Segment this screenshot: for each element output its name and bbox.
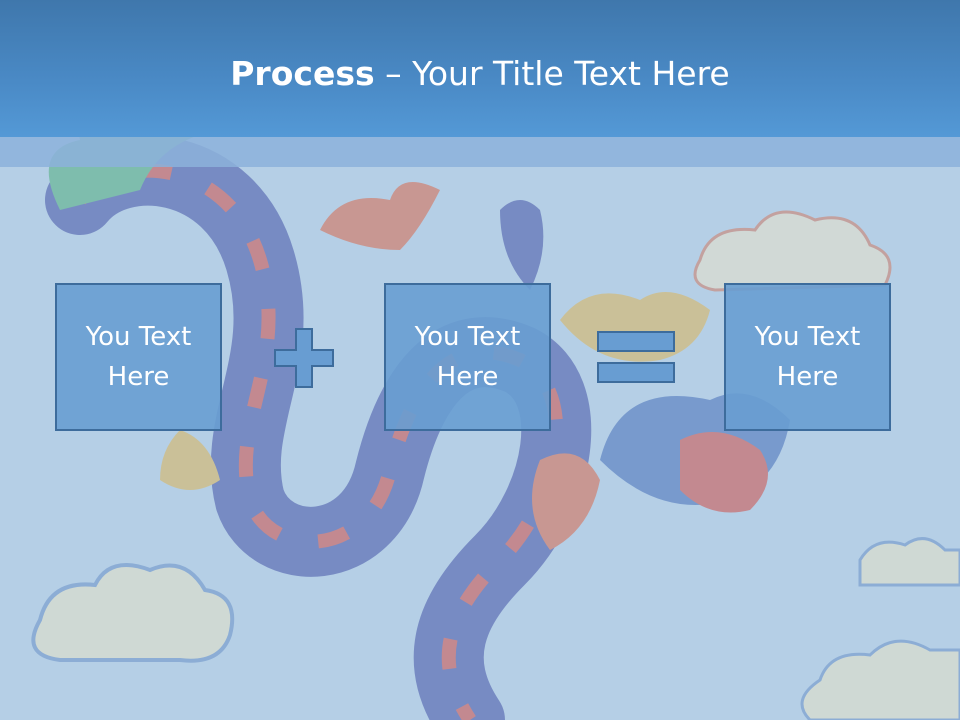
title-bold-part: Process (230, 54, 375, 93)
process-box-2-text: You Text Here (414, 322, 521, 392)
process-box-3[interactable]: You Text Here (724, 283, 891, 431)
equals-icon (597, 331, 675, 383)
plus-icon (274, 328, 334, 388)
header-sub-band (0, 137, 960, 167)
process-box-1[interactable]: You Text Here (55, 283, 222, 431)
process-box-2[interactable]: You Text Here (384, 283, 551, 431)
slide-title: Process – Your Title Text Here (0, 52, 960, 96)
title-rest-part: – Your Title Text Here (374, 54, 730, 93)
process-box-3-text: You Text Here (754, 322, 861, 392)
title-header-bar (0, 0, 960, 137)
process-box-1-text: You Text Here (85, 322, 192, 392)
